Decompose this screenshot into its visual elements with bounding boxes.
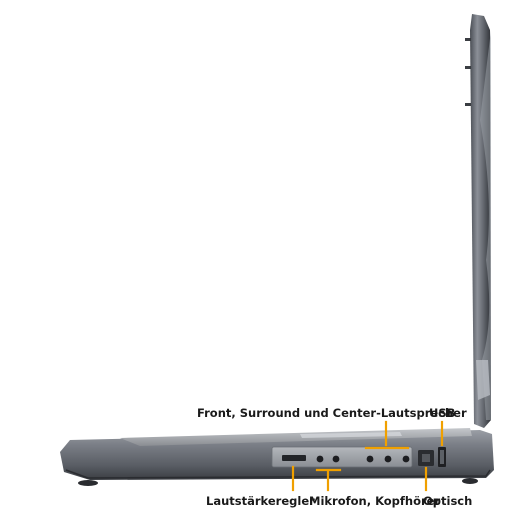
hinge-clip-icon [465, 66, 471, 69]
optical-label: Optisch [423, 494, 472, 508]
center-speaker-jack-icon [402, 455, 410, 463]
port-panel [271, 446, 413, 468]
mic-headphones-label: Mikrofon, Kopfhörer [309, 494, 440, 508]
mic-headphones-callout-line [315, 468, 342, 492]
rubber-foot-icon [462, 478, 478, 484]
volume-dial [282, 455, 306, 461]
speakers-callout-line [364, 420, 410, 450]
microphone-jack-icon [316, 455, 324, 463]
speakers-label: Front, Surround und Center-Lautsprecher [197, 406, 467, 420]
surround-speaker-jack-icon [384, 455, 392, 463]
volume-label: Lautstärkeregler [206, 494, 315, 508]
rear-ports [418, 447, 446, 467]
laptop-lid [465, 14, 491, 428]
hinge-clip-icon [465, 38, 471, 41]
headphone-jack-icon [332, 455, 340, 463]
callout-lines [291, 420, 444, 492]
usb-label: USB [429, 406, 455, 420]
callout-labels: Front, Surround und Center-Lautsprecher … [197, 406, 472, 508]
rubber-foot-icon [78, 480, 98, 486]
front-speaker-jack-icon [366, 455, 374, 463]
hinge-clip-icon [465, 103, 471, 106]
